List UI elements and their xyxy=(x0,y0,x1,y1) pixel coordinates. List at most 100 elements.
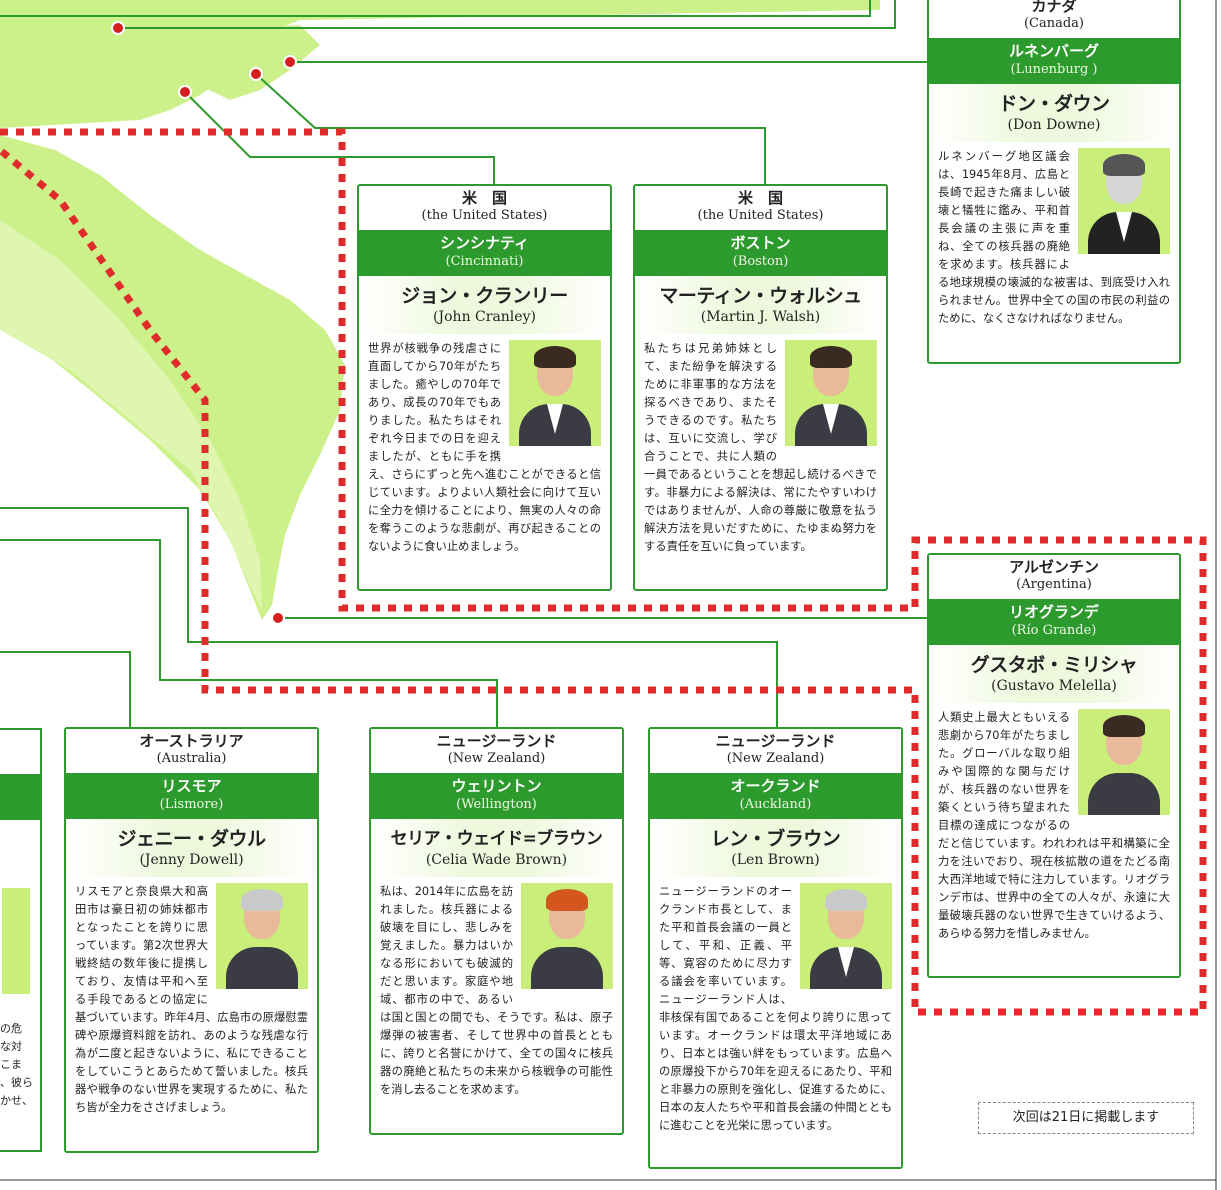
country-name-jp: 米 国 xyxy=(461,189,507,207)
city-name-jp: ボストン xyxy=(730,234,791,252)
card-city: リオグランデ (Río Grande) xyxy=(929,599,1179,645)
north-america-coast-land xyxy=(195,25,320,100)
card-country: カナダ (Canada) xyxy=(929,0,1179,38)
portrait-photo xyxy=(785,340,877,446)
portrait-photo xyxy=(216,883,308,989)
connector-boston xyxy=(255,73,766,185)
card-message: 人類史上最大ともいえる悲劇から70年がたちました。グローバルな取り組みや国際的な… xyxy=(929,703,1179,947)
message-text: リスモアと奈良県大和高田市は豪日初の姉妹都市となったことを誇りに思っています。第… xyxy=(75,885,308,1114)
card-auckland: ニュージーランド (New Zealand) オークランド (Auckland)… xyxy=(648,727,903,1169)
partial-photo xyxy=(2,888,30,994)
country-name-jp: カナダ xyxy=(1031,0,1077,15)
card-country: 米 国 (the United States) xyxy=(635,186,886,230)
message-text: 私たちは兄弟姉妹として、また紛争を解決するために非軍事的な方法を探るべきであり、… xyxy=(644,342,877,553)
country-name-en: (the United States) xyxy=(697,208,824,223)
connector-top-1 xyxy=(0,0,871,17)
card-country: ニュージーランド (New Zealand) xyxy=(650,729,901,773)
city-name-en: (Auckland) xyxy=(739,797,812,812)
card-country: 米 国 (the United States) xyxy=(359,186,610,230)
card-message: ルネンバーグ地区議会は、1945年8月、広島と長崎で起きた痛ましい破壊と犠牲に鑑… xyxy=(929,142,1179,332)
country-name-jp: アルゼンチン xyxy=(1009,558,1099,576)
city-name-en: (Lismore) xyxy=(159,797,224,812)
portrait-photo xyxy=(800,883,892,989)
message-text: ルネンバーグ地区議会は、1945年8月、広島と長崎で起きた痛ましい破壊と犠牲に鑑… xyxy=(938,150,1170,325)
card-country: アルゼンチン (Argentina) xyxy=(929,555,1179,599)
next-issue-notice: 次回は21日に掲載します xyxy=(978,1102,1194,1134)
card-wellington: ニュージーランド (New Zealand) ウェリントン (Wellingto… xyxy=(369,727,624,1135)
card-argentina: アルゼンチン (Argentina) リオグランデ (Río Grande) グ… xyxy=(927,553,1181,978)
card-message: 私たちは兄弟姉妹として、また紛争を解決するために非軍事的な方法を探るべきであり、… xyxy=(635,334,886,560)
connector-top-2 xyxy=(118,0,896,29)
marker-boston xyxy=(249,67,263,81)
message-text: ニュージーランドのオークランド市長として、また平和首長会議の一員として、平和、正… xyxy=(659,885,892,1132)
person-name-en: (Gustavo Melella) xyxy=(991,678,1117,694)
message-text: 世界が核戦争の残虐さに直面してから70年がたちました。癒やしの70年であり、成長… xyxy=(368,342,601,553)
portrait-photo xyxy=(521,883,613,989)
person-name-en: (Don Downe) xyxy=(1007,117,1101,133)
card-canada: カナダ (Canada) ルネンバーグ (Lunenburg ) ドン・ダウン … xyxy=(927,0,1181,364)
card-city: オークランド (Auckland) xyxy=(650,773,901,819)
person-name-en: (Jenny Dowell) xyxy=(139,852,244,868)
card-city: シンシナティ (Cincinnati) xyxy=(359,230,610,276)
card-person: ジョン・クランリー (John Cranley) xyxy=(359,276,610,334)
connector-lismore xyxy=(0,651,131,728)
portrait-photo xyxy=(1078,148,1170,254)
city-name-jp: オークランド xyxy=(730,777,821,795)
north-america-land xyxy=(0,0,880,128)
message-text: 私は、2014年に広島を訪れました。核兵器による破壊を目にし、悲しみを覚えました… xyxy=(380,885,613,1096)
city-name-en: (Wellington) xyxy=(456,797,537,812)
card-city: ボストン (Boston) xyxy=(635,230,886,276)
country-name-en: (New Zealand) xyxy=(447,751,546,766)
person-name-jp: セリア・ウェイド=ブラウン xyxy=(390,829,603,849)
fragment-line: 、彼ら xyxy=(0,1076,33,1089)
card-city: ルネンバーグ (Lunenburg ) xyxy=(929,38,1179,84)
country-name-en: (New Zealand) xyxy=(726,751,825,766)
city-name-en: (Lunenburg ) xyxy=(1010,62,1098,77)
person-name-en: (Martin J. Walsh) xyxy=(700,309,821,325)
card-boston: 米 国 (the United States) ボストン (Boston) マー… xyxy=(633,184,888,591)
card-person: グスタボ・ミリシャ (Gustavo Melella) xyxy=(929,645,1179,703)
fragment-line: かせ、 xyxy=(0,1094,33,1107)
country-name-en: (Australia) xyxy=(156,751,227,766)
card-person: マーティン・ウォルシュ (Martin J. Walsh) xyxy=(635,276,886,334)
card-country: ニュージーランド (New Zealand) xyxy=(371,729,622,773)
card-person: レン・ブラウン (Len Brown) xyxy=(650,819,901,877)
person-name-en: (John Cranley) xyxy=(433,309,536,325)
message-text: 人類史上最大ともいえる悲劇から70年がたちました。グローバルな取り組みや国際的な… xyxy=(938,711,1170,940)
card-country: オーストラリア (Australia) xyxy=(66,729,317,773)
city-name-jp: シンシナティ xyxy=(439,234,530,252)
city-name-jp: ウェリントン xyxy=(451,777,542,795)
person-name-jp: レン・ブラウン xyxy=(710,828,841,850)
card-cincinnati: 米 国 (the United States) シンシナティ (Cincinna… xyxy=(357,184,612,591)
country-name-jp: ニュージーランド xyxy=(436,732,557,750)
marker-lunenburg xyxy=(283,55,297,69)
person-name-jp: ドン・ダウン xyxy=(998,93,1110,115)
south-america-land xyxy=(0,135,345,620)
card-person: ドン・ダウン (Don Downe) xyxy=(929,84,1179,142)
country-name-jp: ニュージーランド xyxy=(715,732,836,750)
card-person: ジェニー・ダウル (Jenny Dowell) xyxy=(66,819,317,877)
city-name-en: (Cincinnati) xyxy=(445,254,524,269)
person-name-jp: マーティン・ウォルシュ xyxy=(659,285,862,307)
country-name-jp: 米 国 xyxy=(737,189,783,207)
south-america-shade xyxy=(0,220,262,610)
card-person: セリア・ウェイド=ブラウン (Celia Wade Brown) xyxy=(371,819,622,877)
card-message: 世界が核戦争の残虐さに直面してから70年がたちました。癒やしの70年であり、成長… xyxy=(359,334,610,560)
card-message: リスモアと奈良県大和高田市は豪日初の姉妹都市となったことを誇りに思っています。第… xyxy=(66,877,317,1121)
person-name-en: (Celia Wade Brown) xyxy=(425,852,568,868)
connector-cincinnati xyxy=(184,91,495,185)
fragment-line: な対 xyxy=(0,1040,22,1053)
card-city: リスモア (Lismore) xyxy=(66,773,317,819)
person-name-en: (Len Brown) xyxy=(731,852,820,868)
city-name-jp: ルネンバーグ xyxy=(1008,42,1099,60)
marker-top xyxy=(111,21,125,35)
person-name-jp: ジェニー・ダウル xyxy=(117,828,266,850)
country-name-en: (Canada) xyxy=(1023,16,1085,31)
city-name-jp: リスモア xyxy=(161,777,222,795)
connector-wellington xyxy=(0,539,498,728)
person-name-jp: グスタボ・ミリシャ xyxy=(970,654,1138,676)
person-name-jp: ジョン・クランリー xyxy=(401,285,568,307)
country-name-en: (Argentina) xyxy=(1016,577,1092,592)
card-message: ニュージーランドのオークランド市長として、また平和首長会議の一員として、平和、正… xyxy=(650,877,901,1139)
